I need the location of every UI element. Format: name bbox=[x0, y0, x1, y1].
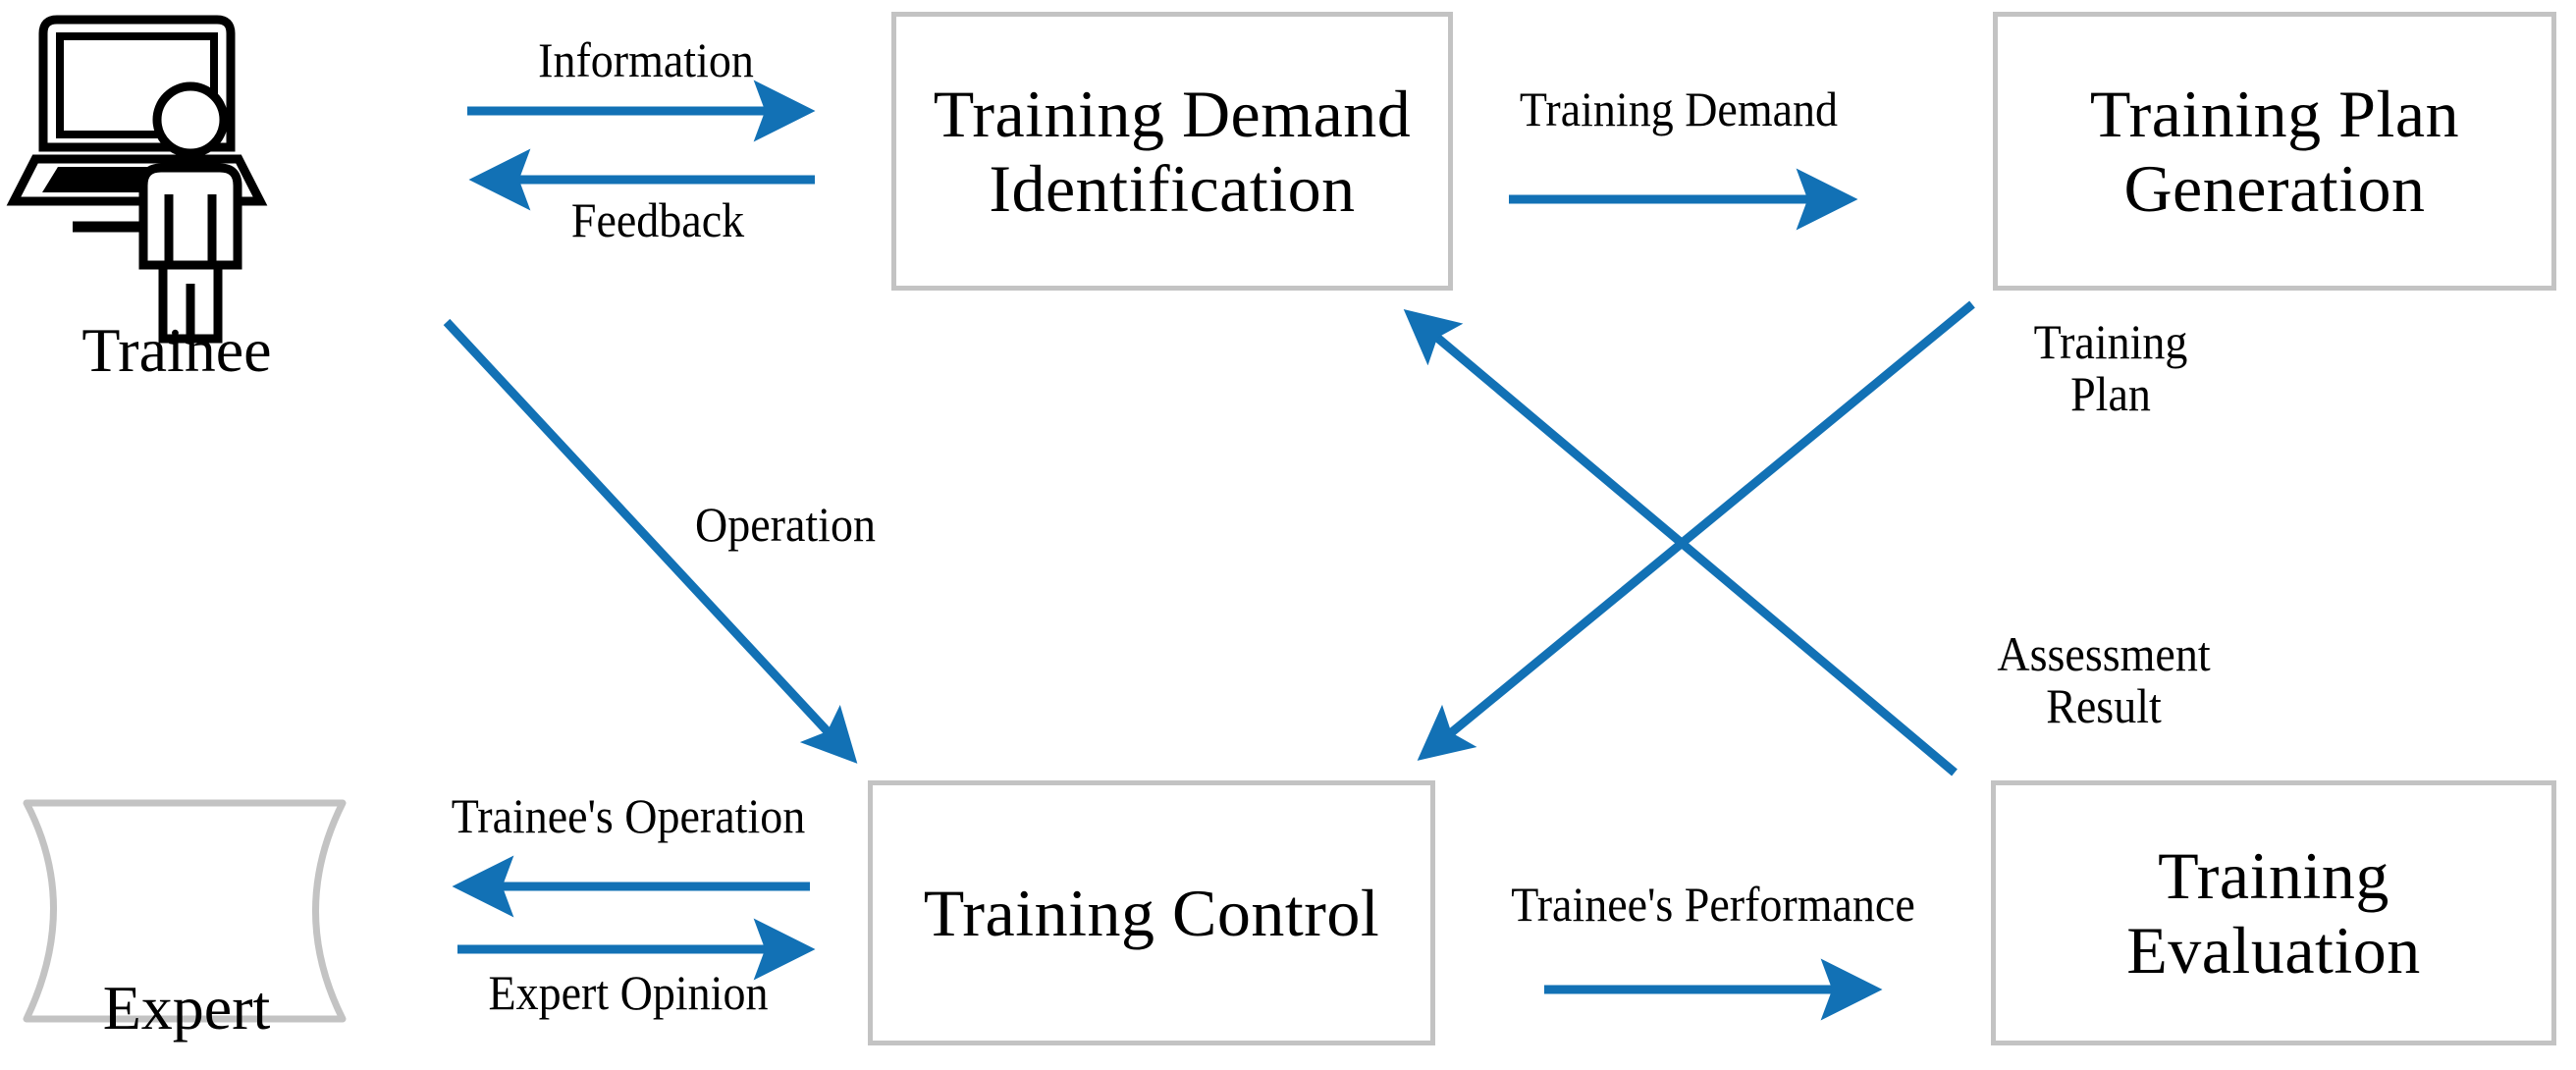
arrow-training-plan bbox=[1417, 300, 1975, 761]
node-line1: Training Control bbox=[923, 875, 1380, 950]
node-line2: Evaluation bbox=[2126, 913, 2421, 988]
edge-label-operation: Operation bbox=[695, 497, 876, 552]
expert-system-shape bbox=[23, 799, 347, 1023]
node-training-evaluation[interactable]: Training Evaluation bbox=[1991, 780, 2556, 1045]
edge-label-trainees-operation: Trainee's Operation bbox=[451, 788, 806, 843]
expert-system-label: Expert System bbox=[39, 829, 334, 1070]
arrow-assessment-result bbox=[1403, 309, 1958, 776]
edge-label-training-demand: Training Demand bbox=[1519, 81, 1839, 136]
actor-trainee-label: Trainee bbox=[81, 315, 272, 385]
expert-system-line1: Expert bbox=[102, 972, 271, 1043]
edge-label-assessment-result: Assessment Result bbox=[1997, 626, 2211, 733]
person-icon bbox=[138, 81, 242, 344]
edge-label-expert-opinion: Expert Opinion bbox=[488, 965, 769, 1020]
node-training-plan-generation[interactable]: Training Plan Generation bbox=[1993, 12, 2556, 291]
edge-label-trainees-performance: Trainee's Performance bbox=[1511, 877, 1915, 932]
node-line1: Training Plan bbox=[2089, 76, 2460, 151]
node-line2: Generation bbox=[2123, 151, 2426, 226]
edge-label-information: Information bbox=[538, 32, 754, 87]
node-line2: Identification bbox=[989, 151, 1356, 226]
node-line1: Training bbox=[2158, 837, 2389, 913]
arrow-operation bbox=[443, 318, 858, 764]
edge-label-training-plan: Training Plan bbox=[2033, 314, 2188, 421]
node-line1: Training Demand bbox=[933, 76, 1412, 151]
node-training-demand-identification[interactable]: Training Demand Identification bbox=[891, 12, 1453, 291]
edge-label-feedback: Feedback bbox=[570, 192, 745, 247]
node-training-control[interactable]: Training Control bbox=[868, 780, 1435, 1045]
